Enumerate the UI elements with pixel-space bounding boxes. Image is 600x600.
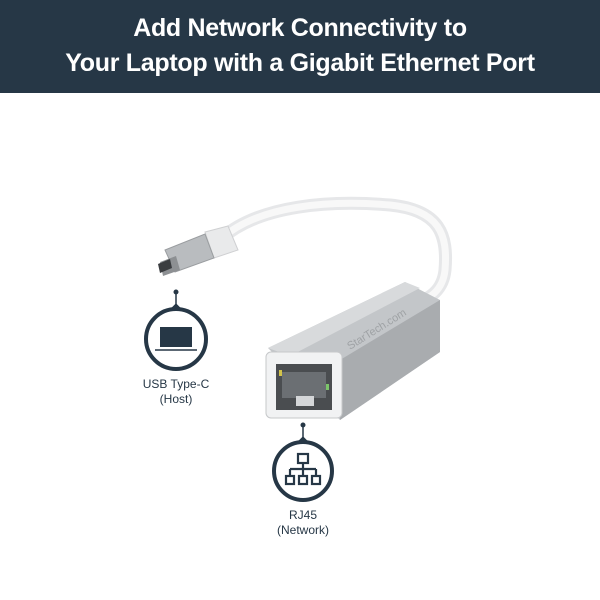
title-banner: Add Network Connectivity to Your Laptop … bbox=[0, 0, 600, 93]
network-icon bbox=[284, 452, 322, 486]
adapter-body: StarTech.com bbox=[265, 282, 440, 420]
rj45-callout-label: RJ45 (Network) bbox=[276, 508, 329, 537]
usb-callout bbox=[144, 289, 208, 371]
rj45-callout bbox=[272, 422, 334, 502]
banner-line-1: Add Network Connectivity to bbox=[133, 14, 467, 42]
banner-line-2: Your Laptop with a Gigabit Ethernet Port bbox=[65, 49, 535, 77]
laptop-icon bbox=[160, 327, 192, 347]
usb-c-connector bbox=[158, 225, 239, 276]
usb-callout-label: USB Type-C (Host) bbox=[142, 377, 210, 406]
